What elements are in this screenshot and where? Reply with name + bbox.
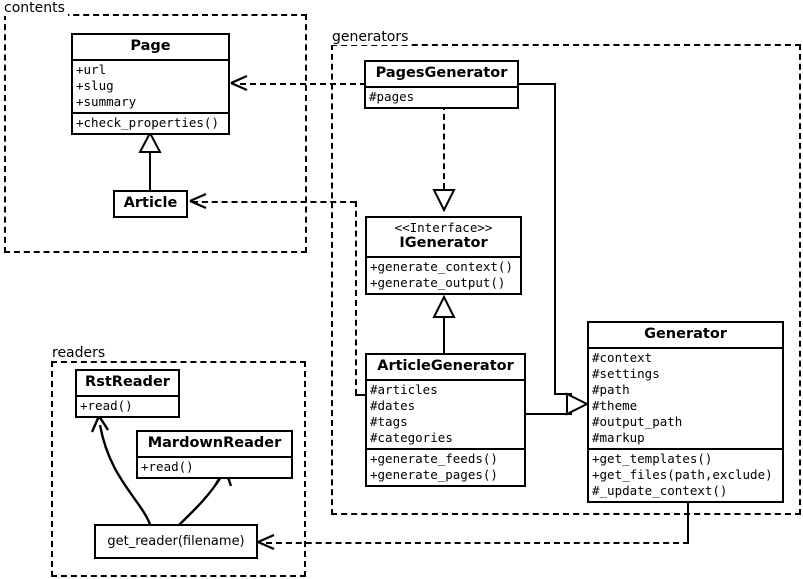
class-rst-reader-methods: +read() xyxy=(77,395,178,416)
class-generator-name: Generator xyxy=(644,326,727,342)
class-article-generator-methods: +generate_feeds() +generate_pages() xyxy=(367,448,524,485)
generalization-pagesgen-generator-entry xyxy=(554,393,572,395)
package-readers-label: readers xyxy=(50,345,109,361)
class-markdown-reader[interactable]: MardownReader +read() xyxy=(136,430,293,479)
class-page-attribute: +slug xyxy=(76,78,114,93)
class-generator-attribute: #path xyxy=(592,382,630,397)
class-pages-generator[interactable]: PagesGenerator #pages xyxy=(364,60,519,109)
generalization-articlegen-igenerator-stem xyxy=(443,298,445,353)
class-article-generator-attribute: #dates xyxy=(370,398,416,413)
class-pages-generator-name: PagesGenerator xyxy=(375,65,508,81)
class-page-attribute: +url xyxy=(76,62,107,77)
class-generator-method: +get_files(path,exclude) xyxy=(592,467,773,482)
class-article-name: Article xyxy=(123,195,178,211)
dependency-generator-getreader-drop xyxy=(687,502,689,543)
package-contents xyxy=(4,14,307,253)
package-contents-label: contents xyxy=(2,0,68,16)
class-generator-attribute: #context xyxy=(592,350,653,365)
class-generator[interactable]: Generator #context #settings #path #them… xyxy=(587,321,784,503)
class-article[interactable]: Article xyxy=(113,190,188,218)
class-markdown-reader-name: MardownReader xyxy=(147,435,282,451)
class-markdown-reader-method: +read() xyxy=(141,459,194,474)
class-generator-attribute: #theme xyxy=(592,398,638,413)
function-get-reader-label: get_reader(filename) xyxy=(107,534,245,549)
class-generator-methods: +get_templates() +get_files(path,exclude… xyxy=(589,448,782,501)
class-article-generator-attributes: #articles #dates #tags #categories xyxy=(367,379,524,448)
generalization-articlegen-generator-riser xyxy=(570,395,572,415)
class-page[interactable]: Page +url +slug +summary +check_properti… xyxy=(71,33,230,135)
class-igenerator-stereotype: <<Interface>> xyxy=(394,220,493,235)
package-generators-label: generators xyxy=(330,29,412,45)
class-igenerator-method: +generate_output() xyxy=(370,275,506,290)
generalization-articlegen-generator-entry xyxy=(526,413,572,415)
function-get-reader[interactable]: get_reader(filename) xyxy=(94,524,258,559)
generalization-pagesgen-generator-drop xyxy=(554,83,556,395)
class-page-attribute: +summary xyxy=(76,94,137,109)
dependency-pagesgen-page-line xyxy=(240,83,366,85)
class-generator-method: #_update_context() xyxy=(592,483,728,498)
class-generator-attribute: #output_path xyxy=(592,414,683,429)
class-igenerator-name: IGenerator xyxy=(399,235,488,251)
class-igenerator[interactable]: <<Interface>> IGenerator +generate_conte… xyxy=(365,216,522,295)
class-generator-attributes: #context #settings #path #theme #output_… xyxy=(589,347,782,448)
class-pages-generator-attribute: #pages xyxy=(369,89,415,104)
class-igenerator-methods: +generate_context() +generate_output() xyxy=(367,256,520,293)
generalization-article-page-stem xyxy=(149,151,151,191)
class-page-name: Page xyxy=(130,38,171,54)
class-article-generator-method: +generate_pages() xyxy=(370,467,498,482)
dependency-generator-getreader-line xyxy=(266,542,689,544)
class-article-generator-attribute: #tags xyxy=(370,414,408,429)
class-igenerator-method: +generate_context() xyxy=(370,259,513,274)
class-page-method: +check_properties() xyxy=(76,115,219,130)
realization-pagesgen-igenerator-stem xyxy=(443,104,445,189)
generalization-pagesgen-generator-top xyxy=(518,83,556,85)
class-generator-method: +get_templates() xyxy=(592,451,713,466)
class-article-generator-attribute: #articles xyxy=(370,382,438,397)
class-rst-reader[interactable]: RstReader +read() xyxy=(75,369,180,418)
class-article-generator[interactable]: ArticleGenerator #articles #dates #tags … xyxy=(365,353,526,487)
class-rst-reader-method: +read() xyxy=(80,398,133,413)
class-article-generator-name: ArticleGenerator xyxy=(377,358,514,374)
dependency-articlegen-article-line xyxy=(192,201,356,203)
class-page-methods: +check_properties() xyxy=(73,112,228,133)
class-article-generator-method: +generate_feeds() xyxy=(370,451,498,466)
class-generator-attribute: #settings xyxy=(592,366,660,381)
class-pages-generator-attributes: #pages xyxy=(366,86,517,107)
dependency-articlegen-article-entry xyxy=(355,394,366,396)
class-rst-reader-name: RstReader xyxy=(85,374,170,390)
class-generator-attribute: #markup xyxy=(592,430,645,445)
package-readers xyxy=(51,361,306,577)
dependency-articlegen-article-drop xyxy=(355,201,357,395)
class-article-generator-attribute: #categories xyxy=(370,430,453,445)
class-markdown-reader-methods: +read() xyxy=(138,456,291,477)
package-generators xyxy=(331,44,801,515)
class-page-attributes: +url +slug +summary xyxy=(73,59,228,112)
